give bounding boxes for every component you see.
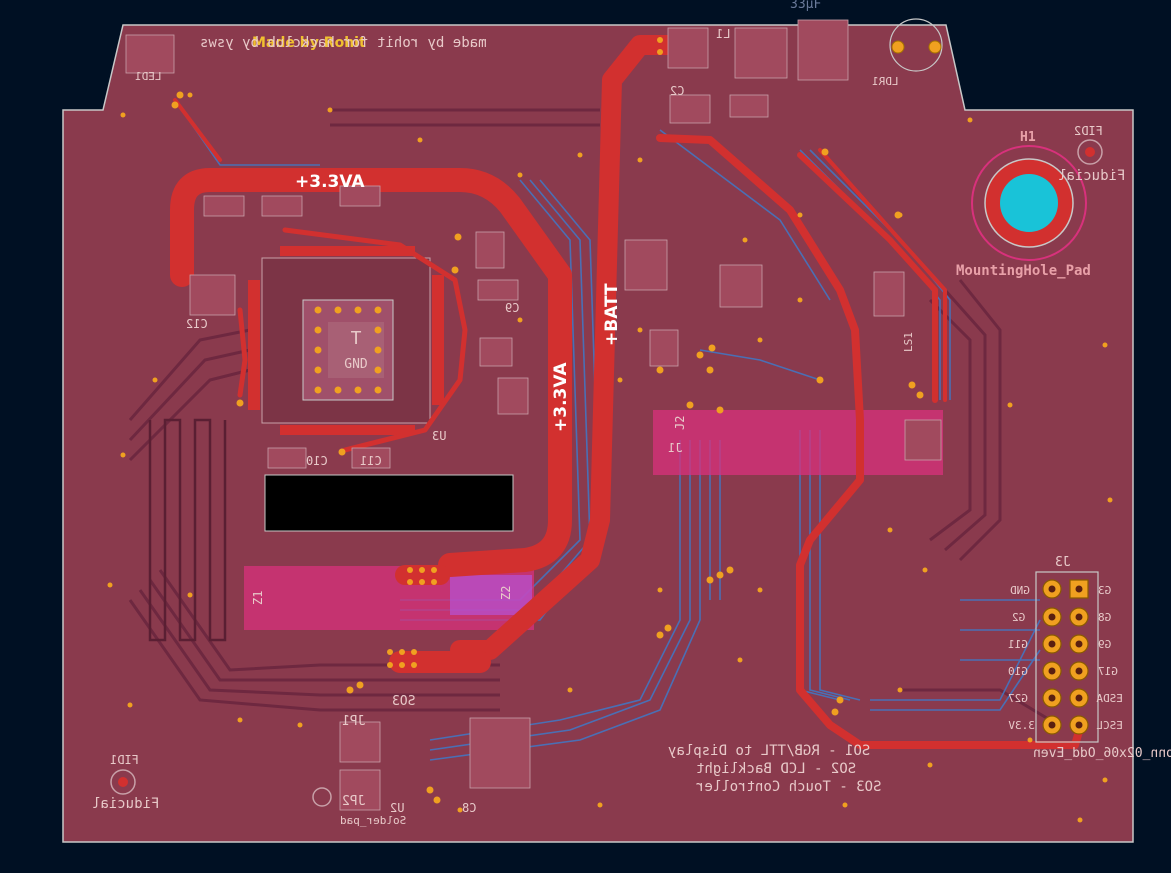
j3-pin-g8: G8 xyxy=(1098,611,1111,624)
j3-pin-g2: G2 xyxy=(1012,611,1025,624)
j3-pin-g3: G3 xyxy=(1098,584,1111,597)
net-label-3v3a-side: +3.3VA xyxy=(551,362,571,432)
ref-so3: SO3 xyxy=(392,694,415,709)
ref-j1: J1 xyxy=(668,441,682,455)
j3-pin-3v3: 3.3V xyxy=(1008,719,1035,732)
scattered-vias xyxy=(107,91,1113,823)
chip-gnd-label: GND xyxy=(344,357,368,372)
mounting-hole xyxy=(1000,174,1058,232)
ref-u2: U2 xyxy=(390,801,404,815)
ldr-outline xyxy=(889,18,943,72)
ref-jp1: JP1 xyxy=(342,714,365,729)
j3-pin-g9: G9 xyxy=(1098,638,1111,651)
ref-j2: J2 xyxy=(673,416,687,430)
ldr-pad-2 xyxy=(928,40,942,54)
note-so1: SO1 - RGB/TTL to Display xyxy=(668,743,870,759)
smd-components xyxy=(125,19,942,811)
display-connector-zone xyxy=(653,410,943,475)
ref-led1: LED1 xyxy=(135,70,162,83)
net-label-batt: +BATT xyxy=(602,283,622,346)
j3-pad-holes xyxy=(1048,585,1083,729)
hole-value: MountingHole_Pad xyxy=(956,263,1091,279)
j3-pads xyxy=(1042,579,1089,735)
ref-c12: C12 xyxy=(186,317,208,331)
solder-pad-marker xyxy=(312,787,332,807)
fid-right-value: Fiducial xyxy=(1058,168,1125,184)
j3-value: Conn_02x06_Odd_Even xyxy=(1033,746,1171,761)
serpentine-traces xyxy=(148,418,227,642)
lower-connector-overlap xyxy=(450,575,532,615)
thermal-vias xyxy=(314,306,382,394)
ref-c9: C9 xyxy=(505,301,519,315)
j3-pin-gnd: GND xyxy=(1010,584,1030,597)
ref-c8: C8 xyxy=(462,801,476,815)
net-label-3v3a-top: +3.3VA xyxy=(295,172,365,192)
j3-pin-labels-right: G3 G8 G9 G17 ESDA ESCL xyxy=(1096,584,1123,732)
j3-pin-escl: ESCL xyxy=(1096,719,1123,732)
ref-jp2: JP2 xyxy=(342,794,365,809)
fiducial-right xyxy=(1077,139,1103,165)
made-by-front: Made by Rohit xyxy=(252,35,366,51)
ldr-pad-1 xyxy=(891,40,905,54)
ref-ls1: LS1 xyxy=(902,332,915,352)
ref-l1: L1 xyxy=(716,27,730,41)
solder-pad-label: Solder_pad xyxy=(340,814,406,827)
fid-left-ref: FID1 xyxy=(110,753,139,767)
offboard-top-label: 33µF xyxy=(790,0,821,12)
j3-pin-g10: G10 xyxy=(1008,665,1028,678)
j3-connector-body xyxy=(1035,571,1099,743)
ref-c10: C10 xyxy=(306,454,328,468)
ref-z1: Z1 xyxy=(251,591,265,605)
j3-ref: J3 xyxy=(1055,555,1071,570)
j3-pin-labels-left: GND G2 G11 G10 G27 3.3V xyxy=(1008,584,1035,732)
note-so3: SO3 - Touch Controller xyxy=(696,779,881,795)
chip-center-label: T xyxy=(351,328,362,349)
made-by-back: made by rohit for hackclub by ysws xyxy=(200,35,487,51)
hole-ref: H1 xyxy=(1020,130,1036,145)
fiducial-left xyxy=(110,769,136,795)
ref-c2: C2 xyxy=(670,84,684,98)
ref-u3: U3 xyxy=(432,429,446,443)
j3-pin-esda: ESDA xyxy=(1096,692,1123,705)
fid-right-ref: FID2 xyxy=(1074,124,1103,138)
ref-z2: Z2 xyxy=(499,586,513,600)
j3-pin-g17: G17 xyxy=(1098,665,1118,678)
ref-c11: C11 xyxy=(360,454,382,468)
board-cutout xyxy=(264,474,514,532)
power-traces xyxy=(170,35,1084,749)
j3-pin-g11: G11 xyxy=(1008,638,1028,651)
mounting-hole-ring xyxy=(971,145,1087,261)
j3-pin-g27: G27 xyxy=(1008,692,1028,705)
ref-ldr1: LDR1 xyxy=(872,75,899,88)
note-so2: SO2 - LCD Backlight xyxy=(696,761,856,777)
fid-left-value: Fiducial xyxy=(92,796,159,812)
mcu-pins xyxy=(248,246,444,435)
